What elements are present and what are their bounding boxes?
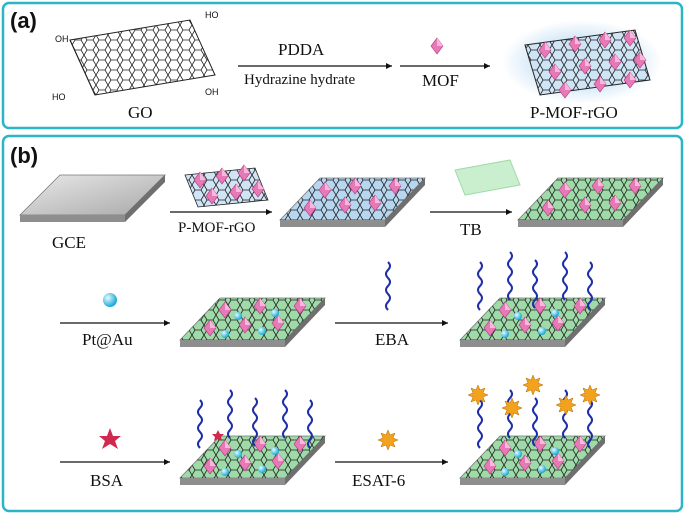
eba-reagent-icon <box>385 261 391 311</box>
pt-au-reagent-icon <box>103 293 117 307</box>
step-3-label: Pt@Au <box>82 330 133 349</box>
arrow-1-bottom-label: Hydrazine hydrate <box>244 72 356 88</box>
panel-b-frame <box>1 134 684 513</box>
gce-label: GCE <box>52 233 86 252</box>
esat6-reagent-icon <box>377 429 399 451</box>
step-6-label: ESAT-6 <box>352 471 405 490</box>
arrow-2-bottom-label: MOF <box>422 71 459 90</box>
oh-group-top-left: OH <box>55 34 69 44</box>
electrode-esat6 <box>459 374 606 485</box>
tb-reagent <box>454 159 521 196</box>
p-mof-rgo-product <box>502 20 662 104</box>
go-sheet <box>69 19 216 96</box>
gce-electrode <box>19 174 166 222</box>
oh-group-bottom-right: OH <box>205 87 219 97</box>
oh-group-top-right: HO <box>205 10 219 20</box>
mof-reagent-icon <box>430 37 444 55</box>
electrode-bsa <box>179 389 326 485</box>
p-mof-rgo-reagent <box>184 164 269 208</box>
electrode-eba <box>459 251 606 347</box>
electrode-tb <box>517 177 664 227</box>
panel-a-label: (a) <box>10 8 37 33</box>
bsa-reagent-icon <box>99 428 121 449</box>
step-5-label: BSA <box>90 471 124 490</box>
electrode-pt-au <box>179 297 326 347</box>
step-4-label: EBA <box>375 330 410 349</box>
electrode-mof-rgo <box>279 177 426 227</box>
product-label: P-MOF-rGO <box>530 103 618 122</box>
step-1-label: P-MOF-rGO <box>178 220 256 236</box>
go-label: GO <box>128 103 153 122</box>
panel-a-frame <box>1 1 684 130</box>
step-2-label: TB <box>460 220 482 239</box>
oh-group-bottom-left: HO <box>52 92 66 102</box>
arrow-1-top-label: PDDA <box>278 40 325 59</box>
panel-b-label: (b) <box>10 143 38 168</box>
